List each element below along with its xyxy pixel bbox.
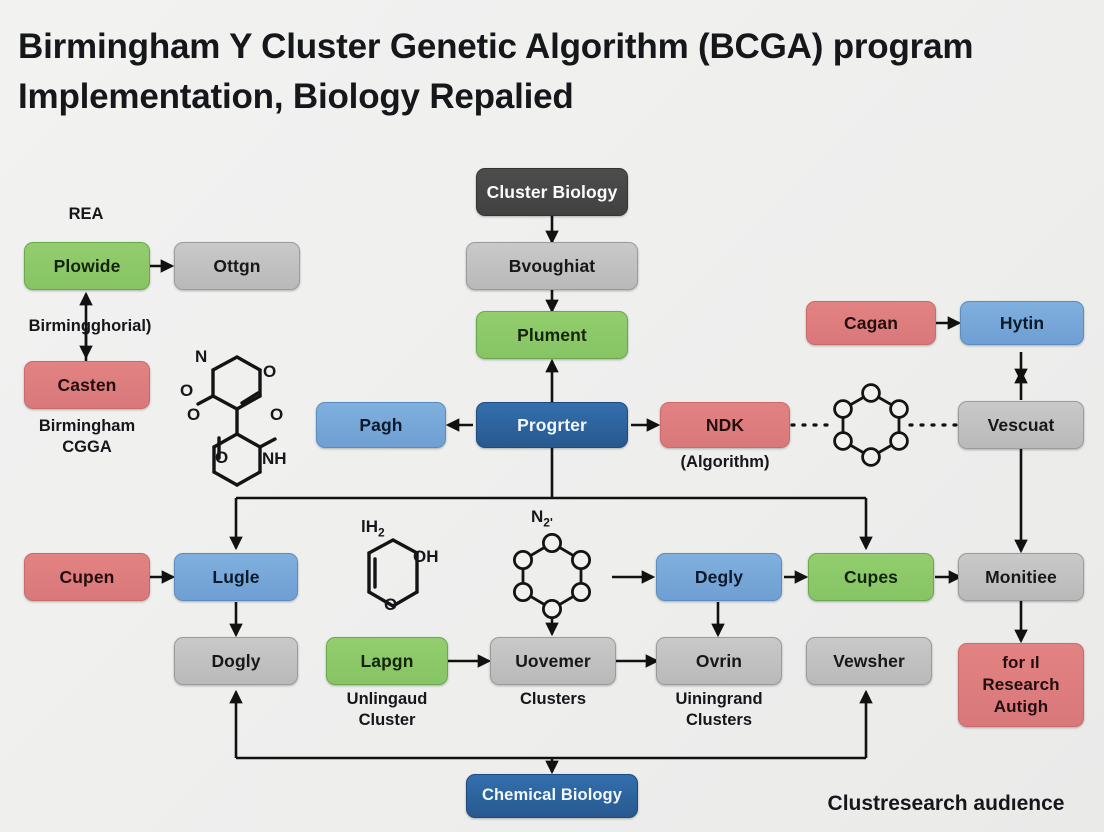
node-vescuat-label: Vescuat — [987, 414, 1055, 435]
node-ndk[interactable]: NDK — [660, 402, 790, 448]
label-lapgn-caption-line2: Cluster — [358, 711, 416, 730]
molecule-atom-o-1: O — [263, 362, 277, 381]
label-birmingham-cgga: Birmingham CGGA — [12, 416, 162, 459]
node-research-autigh[interactable]: for ıl Research Autigh — [958, 643, 1084, 727]
page-title-line-1: Birmingham Y Cluster Genetic Algorithm (… — [18, 27, 974, 66]
node-plument-label: Plument — [517, 324, 587, 345]
node-plowide[interactable]: Plowide — [24, 242, 150, 290]
node-casten-label: Casten — [57, 374, 117, 395]
node-lugle[interactable]: Lugle — [174, 553, 298, 601]
node-lapgn-label: Lapgn — [360, 650, 414, 671]
node-cagan[interactable]: Cagan — [806, 301, 936, 345]
molecule-pyran — [367, 538, 419, 608]
label-lapgn-caption: Unlingaud Cluster — [316, 689, 458, 732]
node-chemical-biology[interactable]: Chemical Biology — [466, 774, 638, 818]
hexagon-cluster-center — [513, 533, 592, 620]
molecule-label-lh2: lH2 — [361, 517, 385, 540]
footer-caption: Clustresearch audıence — [827, 792, 1065, 815]
label-lapgn-caption-line1: Unlingaud — [346, 690, 428, 708]
node-monitiee[interactable]: Monitiee — [958, 553, 1084, 601]
node-plowide-label: Plowide — [53, 255, 121, 276]
node-monitiee-label: Monitiee — [985, 566, 1057, 587]
molecule-atom-o-5: O — [215, 448, 229, 467]
node-ovrin-label: Ovrin — [695, 650, 743, 671]
node-cupen-label: Cupen — [59, 566, 115, 587]
molecule-atom-n: N — [195, 347, 208, 366]
node-pagh-label: Pagh — [359, 414, 403, 435]
hexagon-cluster-topright — [833, 383, 909, 467]
node-lugle-label: Lugle — [212, 566, 260, 587]
node-uovemer[interactable]: Uovemer — [490, 637, 616, 685]
node-ottgn[interactable]: Ottgn — [174, 242, 300, 290]
node-hytin-label: Hytin — [999, 312, 1045, 333]
label-birmingghorial: Birmingghorial) — [28, 317, 152, 335]
node-plument[interactable]: Plument — [476, 311, 628, 359]
node-ottgn-label: Ottgn — [213, 255, 261, 276]
node-cluster-biology[interactable]: Cluster Biology — [476, 168, 628, 216]
label-rea: REA — [68, 205, 104, 223]
node-cupen[interactable]: Cupen — [24, 553, 150, 601]
molecule-atom-o-2: O — [180, 381, 194, 400]
molecule-atom-nh: NH — [262, 449, 287, 468]
molecule-label-o: O — [384, 595, 398, 614]
node-pagh[interactable]: Pagh — [316, 402, 446, 448]
label-ovrin-caption-line1: Uiningrand — [675, 690, 763, 708]
node-research-line1: for ıl — [1002, 653, 1040, 673]
node-research-line2: Research — [982, 675, 1060, 695]
molecule-bicyclic — [196, 355, 277, 487]
node-hytin[interactable]: Hytin — [960, 301, 1084, 345]
node-vescuat[interactable]: Vescuat — [958, 401, 1084, 449]
node-chemical-biology-label: Chemical Biology — [481, 786, 623, 805]
node-progrter-label: Progrter — [517, 414, 587, 435]
label-ndk-algorithm: (Algorithm) — [680, 453, 770, 471]
node-dogly-label: Dogly — [211, 650, 261, 671]
node-cupes-label: Cupes — [844, 566, 898, 587]
page-title: Birmingham Y Cluster Genetic Algorithm (… — [18, 22, 1088, 121]
node-cluster-biology-label: Cluster Biology — [486, 181, 618, 202]
node-research-line3: Autigh — [993, 696, 1049, 716]
molecule-atom-o-4: O — [270, 405, 284, 424]
node-cupes[interactable]: Cupes — [808, 553, 934, 601]
node-uovemer-label: Uovemer — [515, 650, 591, 671]
label-ovrin-caption: Uiningrand Clusters — [648, 689, 790, 732]
label-birmingham-cgga-line1: Birmingham — [38, 417, 136, 435]
node-lapgn[interactable]: Lapgn — [326, 637, 448, 685]
node-vewsher-label: Vewsher — [833, 650, 905, 671]
node-degly[interactable]: Degly — [656, 553, 782, 601]
node-ndk-label: NDK — [705, 414, 745, 435]
node-bvoughiat-label: Bvoughiat — [508, 255, 596, 276]
page-title-line-2: Implementation, Biology Repalied — [18, 76, 574, 116]
label-birmingham-cgga-line2: CGGA — [62, 438, 112, 457]
node-dogly[interactable]: Dogly — [174, 637, 298, 685]
node-vewsher[interactable]: Vewsher — [806, 637, 932, 685]
node-cagan-label: Cagan — [844, 312, 898, 333]
node-progrter[interactable]: Progrter — [476, 402, 628, 448]
node-casten[interactable]: Casten — [24, 361, 150, 409]
node-bvoughiat[interactable]: Bvoughiat — [466, 242, 638, 290]
label-ovrin-caption-line2: Clusters — [685, 711, 753, 730]
molecule-label-n2: N2' — [531, 507, 553, 530]
node-degly-label: Degly — [694, 566, 744, 587]
molecule-label-oh: OH — [413, 547, 439, 566]
label-uovemer-caption: Clusters — [519, 690, 587, 708]
node-ovrin[interactable]: Ovrin — [656, 637, 782, 685]
molecule-atom-o-3: O — [187, 405, 201, 424]
